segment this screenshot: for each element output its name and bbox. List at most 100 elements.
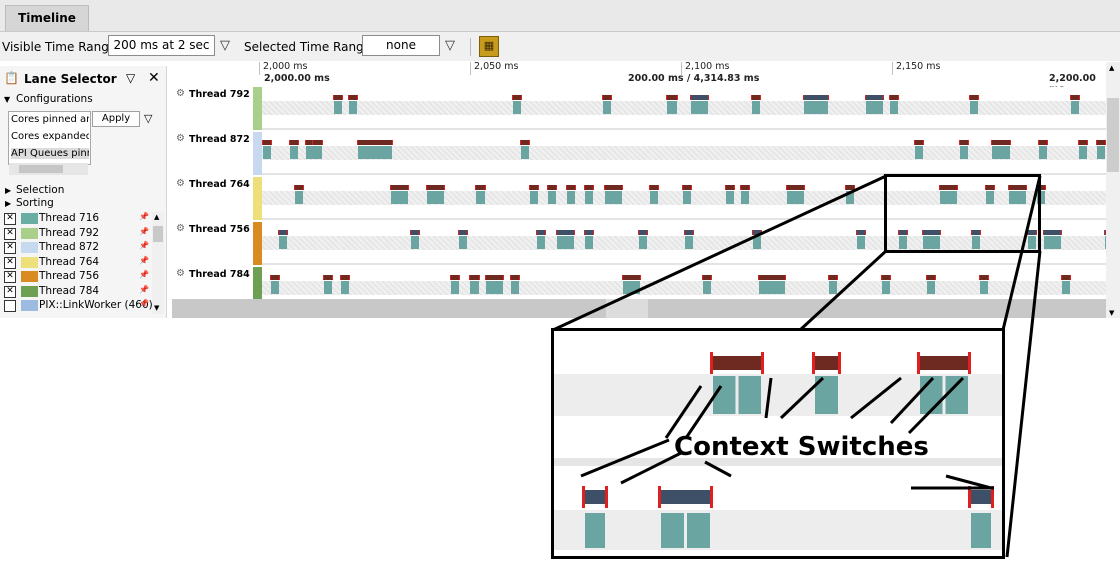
pin-icon[interactable]: 📌 [139, 212, 149, 221]
thread-list-item[interactable]: ✕Thread 764📌 [4, 256, 154, 270]
execution-block[interactable] [1009, 191, 1026, 204]
context-switch-marker[interactable] [666, 95, 678, 100]
execution-block[interactable] [391, 191, 408, 204]
execution-block[interactable] [857, 236, 865, 249]
config-item-selected[interactable]: API Queues pinne [11, 148, 89, 159]
execution-block[interactable] [295, 191, 303, 204]
context-switch-marker[interactable] [751, 95, 761, 100]
context-switch-marker[interactable] [340, 275, 350, 280]
scroll-up-icon[interactable]: ▲ [154, 213, 160, 221]
execution-block[interactable] [691, 101, 708, 114]
execution-block[interactable] [986, 191, 994, 204]
lane-track[interactable] [262, 222, 1114, 265]
context-switch-marker[interactable] [1038, 140, 1048, 145]
context-switch-marker[interactable] [602, 95, 612, 100]
selected-range-filter-icon[interactable]: ▽ [445, 38, 455, 53]
chevron-right-icon[interactable]: ▶ [5, 199, 12, 208]
config-item[interactable]: Cores pinned and [11, 114, 89, 125]
execution-block[interactable] [451, 281, 459, 294]
gear-icon[interactable]: ⚙ [176, 178, 185, 189]
gear-icon[interactable]: ⚙ [176, 268, 185, 279]
context-switch-marker[interactable] [898, 230, 908, 235]
context-switch-marker[interactable] [475, 185, 486, 190]
context-switch-marker[interactable] [458, 230, 468, 235]
execution-block[interactable] [341, 281, 349, 294]
execution-block[interactable] [890, 101, 898, 114]
context-switch-marker[interactable] [914, 140, 924, 145]
execution-block[interactable] [970, 101, 978, 114]
context-switch-marker[interactable] [1061, 275, 1071, 280]
context-switch-marker[interactable] [556, 230, 575, 235]
context-switch-marker[interactable] [566, 185, 576, 190]
execution-block[interactable] [980, 281, 988, 294]
execution-block[interactable] [290, 146, 298, 159]
tab-timeline[interactable]: Timeline [5, 5, 89, 31]
sorting-label[interactable]: Sorting [16, 197, 54, 209]
execution-block[interactable] [537, 236, 545, 249]
execution-block[interactable] [992, 146, 1010, 159]
lane-header[interactable]: ⚙Thread 756 [172, 222, 252, 265]
context-switch-marker[interactable] [845, 185, 855, 190]
execution-block[interactable] [639, 236, 647, 249]
execution-block[interactable] [411, 236, 419, 249]
context-switch-marker[interactable] [1043, 230, 1062, 235]
context-switch-marker[interactable] [390, 185, 409, 190]
context-switch-marker[interactable] [926, 275, 936, 280]
thread-list-item[interactable]: ✕Thread 756📌 [4, 270, 154, 284]
config-item[interactable]: Cores expanded [11, 131, 89, 142]
scroll-down-icon[interactable]: ▼ [154, 304, 160, 312]
gear-icon[interactable]: ⚙ [176, 223, 185, 234]
execution-block[interactable] [829, 281, 837, 294]
lane-track[interactable] [262, 87, 1106, 130]
execution-block[interactable] [667, 101, 677, 114]
context-switch-marker[interactable] [469, 275, 480, 280]
execution-block[interactable] [804, 101, 828, 114]
execution-block[interactable] [960, 146, 968, 159]
execution-block[interactable] [476, 191, 485, 204]
execution-block[interactable] [349, 101, 357, 114]
execution-block[interactable] [923, 236, 940, 249]
context-switch-marker[interactable] [638, 230, 648, 235]
gear-icon[interactable]: ⚙ [176, 88, 185, 99]
context-switch-marker[interactable] [520, 140, 530, 145]
execution-block[interactable] [1037, 191, 1045, 204]
execution-block[interactable] [685, 236, 693, 249]
context-switch-marker[interactable] [584, 230, 594, 235]
execution-block[interactable] [927, 281, 935, 294]
execution-block[interactable] [324, 281, 332, 294]
context-switch-marker[interactable] [1096, 140, 1106, 145]
context-switch-marker[interactable] [1070, 95, 1080, 100]
context-switch-marker[interactable] [725, 185, 735, 190]
context-switch-marker[interactable] [604, 185, 623, 190]
execution-block[interactable] [683, 191, 691, 204]
execution-block[interactable] [882, 281, 890, 294]
thread-list-item[interactable]: ✕Thread 716📌 [4, 212, 154, 226]
execution-block[interactable] [511, 281, 519, 294]
horizontal-scroll-thumb[interactable] [606, 299, 648, 318]
execution-block[interactable] [753, 236, 761, 249]
execution-block[interactable] [1079, 146, 1087, 159]
thread-list-item[interactable]: ✕Thread 872📌 [4, 241, 154, 255]
selected-range-input[interactable]: none [362, 35, 440, 56]
context-switch-marker[interactable] [1078, 140, 1088, 145]
thread-checkbox[interactable]: ✕ [4, 213, 16, 225]
apply-filter-icon[interactable]: ▽ [144, 112, 153, 125]
timeline-lane[interactable]: ⚙Thread 756 [172, 222, 1114, 265]
execution-block[interactable] [759, 281, 785, 294]
execution-block[interactable] [1039, 146, 1047, 159]
context-switch-marker[interactable] [922, 230, 941, 235]
lane-track[interactable] [262, 132, 1106, 175]
thread-list-item[interactable]: PIX::LinkWorker (460)📌 [4, 299, 154, 313]
context-switch-marker[interactable] [758, 275, 786, 280]
gear-icon[interactable]: ⚙ [176, 133, 185, 144]
execution-block[interactable] [915, 146, 923, 159]
context-switch-marker[interactable] [262, 140, 272, 145]
pin-icon[interactable]: 📌 [139, 255, 149, 265]
lane-header[interactable]: ⚙Thread 792 [172, 87, 252, 130]
context-switch-marker[interactable] [410, 230, 420, 235]
thread-checkbox[interactable]: ✕ [4, 271, 16, 283]
context-switch-marker[interactable] [547, 185, 557, 190]
context-switch-marker[interactable] [740, 185, 750, 190]
timeline-lane[interactable]: ⚙Thread 792 [172, 87, 1106, 130]
execution-block[interactable] [358, 146, 392, 159]
